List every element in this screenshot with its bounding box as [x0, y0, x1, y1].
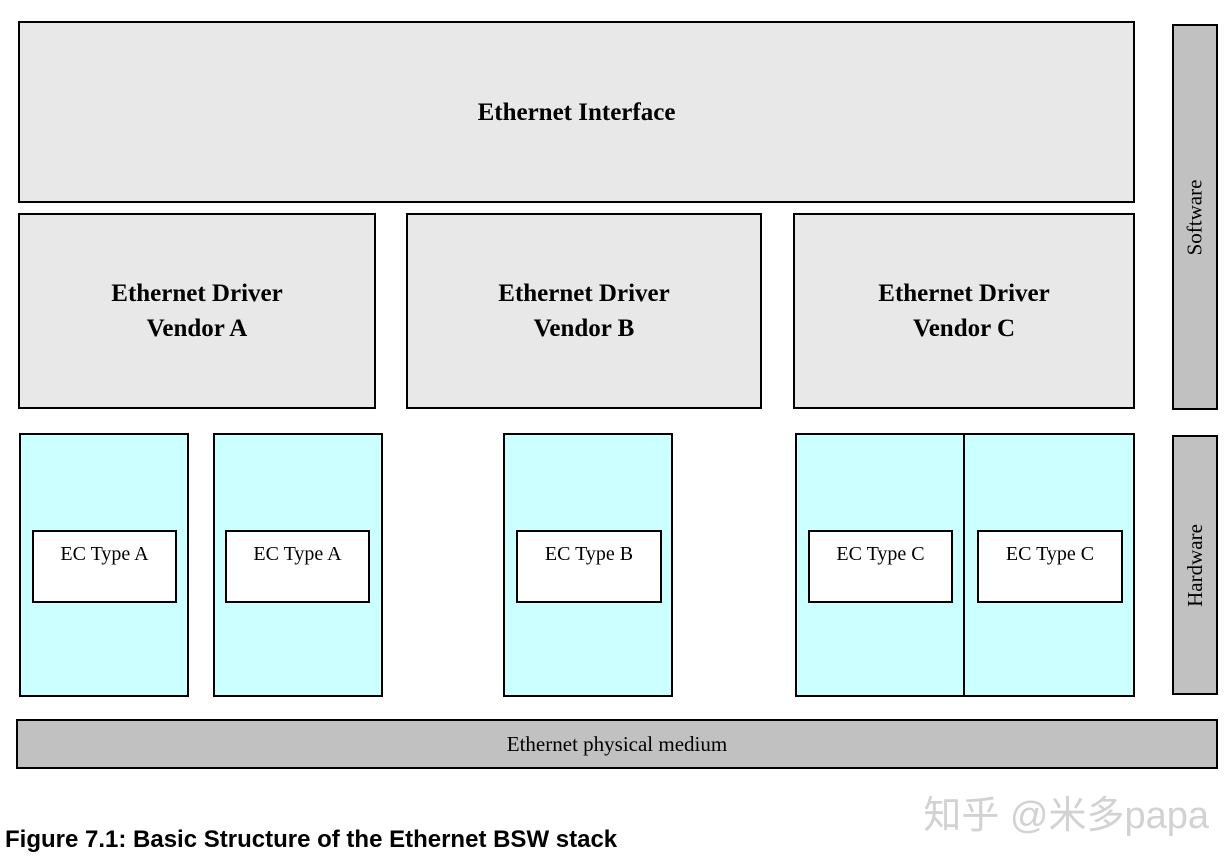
hardware-layer-label: Hardware: [1182, 523, 1207, 607]
ethernet-driver-vendor-c-box: Ethernet Driver Vendor C: [793, 213, 1135, 409]
ec-type-a-box-1: EC Type A: [32, 530, 177, 603]
ethernet-driver-vendor-b-label: Ethernet Driver Vendor B: [498, 280, 670, 342]
ethernet-interface-label: Ethernet Interface: [477, 98, 676, 126]
ec-type-c-box-2: EC Type C: [977, 530, 1123, 603]
watermark: 知乎 @米多papa: [923, 795, 1209, 837]
ethernet-driver-vendor-b-box: Ethernet Driver Vendor B: [406, 213, 762, 409]
hardware-layer-bar: Hardware: [1172, 435, 1218, 695]
ethernet-driver-vendor-c-label: Ethernet Driver Vendor C: [878, 280, 1050, 342]
ethernet-driver-vendor-a-label: Ethernet Driver Vendor A: [111, 280, 283, 342]
ec-type-a-box-2: EC Type A: [225, 530, 370, 603]
ec-type-a-label-2: EC Type A: [253, 543, 342, 565]
software-layer-bar: Software: [1172, 24, 1218, 410]
ethernet-physical-medium-bar: Ethernet physical medium: [16, 719, 1218, 769]
ethernet-interface-box: Ethernet Interface: [18, 21, 1135, 203]
software-layer-label: Software: [1182, 179, 1207, 255]
ec-type-c-label-2: EC Type C: [1005, 543, 1095, 565]
figure-caption: Figure 7.1: Basic Structure of the Ether…: [5, 826, 618, 853]
ethernet-driver-vendor-a-box: Ethernet Driver Vendor A: [18, 213, 376, 409]
ec-type-c-label-1: EC Type C: [836, 543, 925, 565]
ec-type-b-box: EC Type B: [516, 530, 662, 603]
ec-type-a-label-1: EC Type A: [60, 543, 149, 565]
ec-type-b-label: EC Type B: [544, 543, 634, 565]
ec-type-c-box-1: EC Type C: [808, 530, 953, 603]
ethernet-physical-medium-label: Ethernet physical medium: [506, 731, 728, 756]
